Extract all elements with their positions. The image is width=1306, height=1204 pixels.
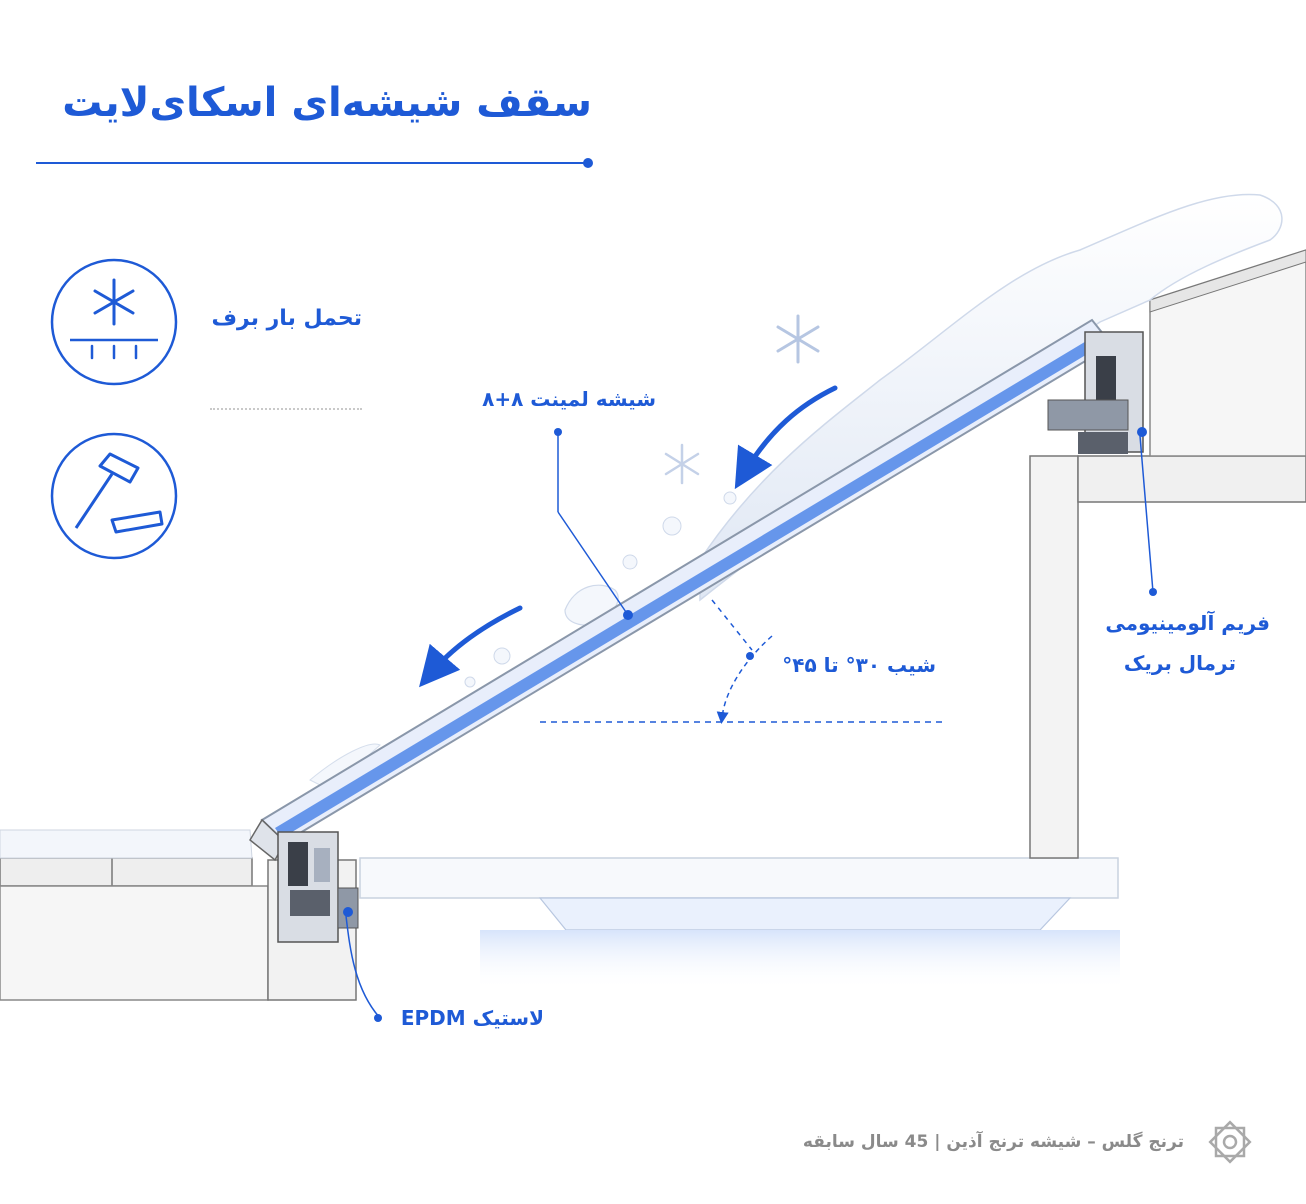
callout-glass: شیشه لمینت ۸+۸ [482,387,656,411]
snow-slide-arrow-upper [734,385,838,490]
page-title: سقف شیشه‌ای اسکای‌لایت [62,80,592,126]
title-underline [36,162,588,164]
gasket-callout-dot [374,1014,382,1022]
snowflake-large-icon [776,314,820,364]
callout-leaders [345,432,1154,1019]
laminated-glass-panel [249,318,1114,862]
callout-slope: شیب ۳۰° تا ۴۵° [782,653,936,677]
footer-credit: ترنج گلس – شیشه ترنج آذین | 45 سال سابقه [802,1132,1184,1152]
snowflake-small-icon [664,443,700,485]
title-underline-dot [583,158,593,168]
snow-slide-arrow-lower [419,605,523,688]
brand-logo-icon [1208,1120,1252,1164]
left-ground-slab [0,829,269,1001]
feature-divider [210,408,362,410]
callout-frame-line2: ترمال بریک [1123,651,1236,675]
hammer-impact-icon [50,432,178,560]
ceiling-light [359,857,1120,990]
right-wall [1029,249,1306,859]
frame-callout-dot [1149,588,1157,596]
glass-callout-dot [554,428,562,436]
left-frame-profile [277,831,359,943]
right-frame-profile [1047,331,1147,454]
feature-label-snow-load: تحمل بار برف [211,306,362,331]
glass-callout-anchor [623,610,633,620]
slope-indicator [540,599,946,724]
callout-frame-line1: فریم آلومینیومی [1105,611,1270,635]
callout-gasket: لاستیک EPDM [400,1006,544,1030]
snowflake-load-icon [50,258,178,386]
